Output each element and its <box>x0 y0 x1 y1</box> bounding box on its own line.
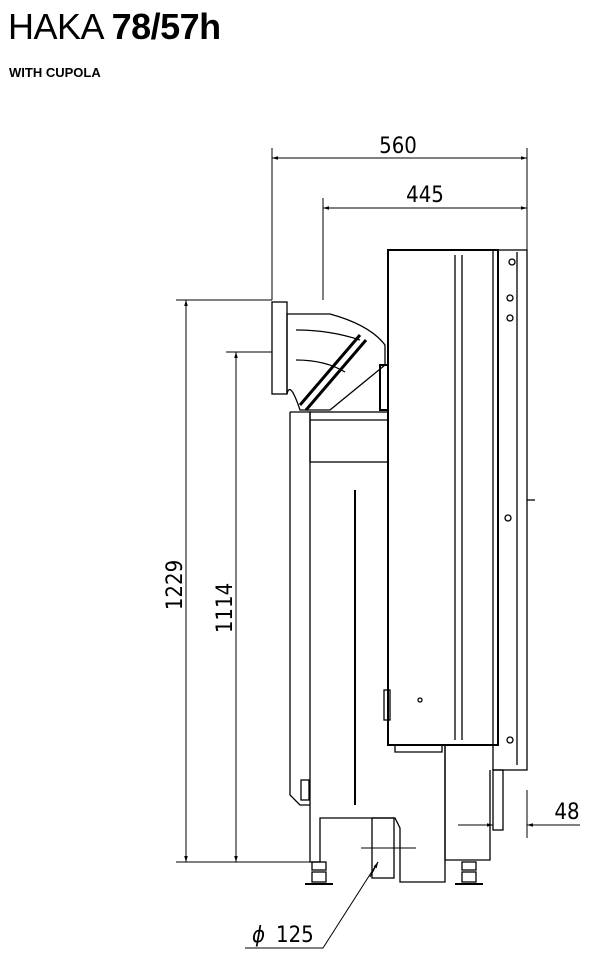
stove-side-view <box>271 249 535 885</box>
diameter-leader <box>245 861 379 949</box>
model-prefix: HAKA <box>8 6 103 47</box>
diameter-symbol: ϕ <box>252 923 265 948</box>
dim-125-label: 125 <box>276 923 314 948</box>
model-variant: WITH CUPOLA <box>9 65 101 80</box>
dim-445-label: 445 <box>406 183 444 208</box>
dim-1229-label: 1229 <box>163 560 188 610</box>
dim-560-label: 560 <box>379 134 417 159</box>
page-title: HAKA 78/57h <box>8 6 221 48</box>
model-number: 78/57h <box>111 6 222 47</box>
dimension-lines <box>176 148 580 949</box>
dim-1114-label: 1114 <box>213 583 238 633</box>
dim-48-label: 48 <box>554 800 579 825</box>
